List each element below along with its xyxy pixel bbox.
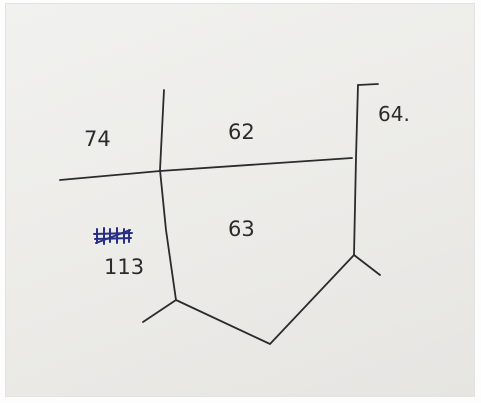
boundary-top-tick (357, 83, 379, 86)
parcel-label-113: 113 (104, 255, 144, 279)
parcel-label-64: 64. (378, 102, 410, 126)
parcel-label-62: 62 (228, 120, 255, 144)
boundary-left-vertical-line (159, 89, 177, 301)
boundary-horizontal-line (59, 157, 353, 181)
parcel-label-63: 63 (228, 217, 255, 241)
boundary-right-vertical-line (353, 84, 359, 256)
scribbled-out-number (93, 227, 133, 245)
boundary-polygon-bottom (175, 254, 355, 345)
boundary-tick-right (353, 254, 381, 276)
boundary-tick-left (142, 299, 177, 323)
parcel-label-74: 74 (84, 127, 111, 151)
